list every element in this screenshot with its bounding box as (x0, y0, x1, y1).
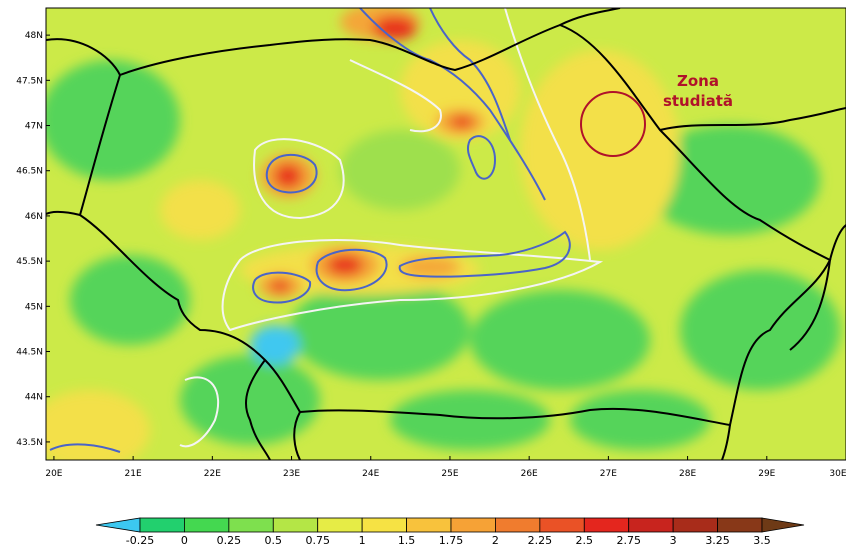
y-tick-label: 43.5N (16, 438, 43, 448)
field-red (373, 16, 417, 40)
field-green (390, 390, 550, 450)
colorbar-label: 2.5 (576, 534, 594, 547)
y-axis-ticks: 48N 47.5N 47N 46.5N 46N 45.5N 45N 44.5N 44N 43.5N (16, 31, 50, 448)
colorbar-swatch (139, 517, 185, 533)
field-cyan (250, 325, 300, 365)
country-borders (46, 8, 846, 460)
colorbar-swatch (272, 517, 319, 533)
colorbar-swatch (539, 517, 585, 533)
y-tick-label: 45N (25, 302, 43, 312)
field-green (70, 255, 190, 345)
colorbar-label: 1.75 (439, 534, 464, 547)
y-tick-label: 46N (25, 212, 43, 222)
field-green (470, 290, 650, 390)
y-tick-label: 47N (25, 122, 43, 132)
x-tick-label: 29E (758, 469, 775, 479)
colorbar-label: 2.25 (528, 534, 553, 547)
colorbar-swatch (406, 517, 452, 533)
field-green (570, 390, 710, 450)
y-tick-label: 47.5N (16, 76, 43, 86)
colorbar-swatch (228, 517, 274, 533)
colorbar: -0.25 0 0.25 0.5 0.75 1 1.5 1.75 2 2.25 2.5 2.75 3 3.… (95, 517, 805, 547)
field-green (180, 355, 320, 445)
colorbar-swatch (317, 517, 363, 533)
colorbar-swatch (450, 517, 496, 533)
y-tick-label: 44N (25, 393, 43, 403)
x-tick-label: 23E (283, 469, 300, 479)
colorbar-swatch (628, 517, 674, 533)
colorbar-label: 0.25 (217, 534, 242, 547)
annotation-studiata: studiată (663, 92, 733, 110)
colorbar-label: 1 (359, 534, 366, 547)
x-tick-label: 22E (204, 469, 221, 479)
colorbar-label: 0.75 (305, 534, 330, 547)
x-tick-label: 28E (679, 469, 696, 479)
colorbar-low-arrow (95, 517, 141, 533)
colorbar-swatch (583, 517, 630, 533)
field-lightgreen (340, 130, 460, 210)
x-tick-label: 27E (600, 469, 617, 479)
colorbar-swatch (184, 517, 230, 533)
colorbar-swatch (495, 517, 541, 533)
field-red (274, 164, 302, 188)
x-tick-label: 26E (521, 469, 538, 479)
y-tick-label: 45.5N (16, 257, 43, 267)
colorbar-label: 0 (181, 534, 188, 547)
colorbar-swatch (717, 517, 763, 533)
colorbar-label: 2.75 (616, 534, 641, 547)
colorbar-label: 0.5 (265, 534, 283, 547)
x-tick-label: 21E (125, 469, 142, 479)
colorbar-label: 3.5 (753, 534, 771, 547)
colorbar-label: 3.25 (705, 534, 730, 547)
colorbar-label: 2 (492, 534, 499, 547)
field-yellow (160, 180, 240, 240)
y-tick-label: 46.5N (16, 167, 43, 177)
colorbar-swatch (361, 517, 407, 533)
field-yellow (520, 50, 680, 250)
field-orange (400, 257, 460, 277)
x-tick-label: 30E (829, 469, 846, 479)
field-green (290, 280, 470, 380)
colorbar-label: 1.5 (398, 534, 416, 547)
x-tick-label: 24E (362, 469, 379, 479)
map-field: Zona studiată (46, 8, 846, 460)
study-zone-circle (580, 91, 646, 157)
x-axis-ticks: 20E 21E 22E 23E 24E 25E 26E 27E 28E 29E 30E (45, 456, 846, 479)
colorbar-label: -0.25 (126, 534, 154, 547)
field-red (450, 116, 474, 128)
field-yellow (400, 40, 520, 140)
annotation-zona: Zona (677, 72, 719, 90)
x-tick-label: 20E (45, 469, 62, 479)
field-red (270, 280, 290, 292)
field-green (680, 270, 840, 390)
y-tick-label: 48N (25, 31, 43, 41)
colorbar-high-arrow (761, 517, 805, 533)
white-contours (179, 8, 604, 448)
colorbar-swatch (672, 517, 718, 533)
y-tick-label: 44.5N (16, 348, 43, 358)
field-green (46, 60, 180, 180)
field-green (640, 125, 820, 235)
x-tick-label: 25E (441, 469, 458, 479)
field-yellow (46, 390, 150, 460)
blue-contours (49, 8, 571, 453)
field-red (327, 255, 363, 275)
colorbar-label: 3 (670, 534, 677, 547)
